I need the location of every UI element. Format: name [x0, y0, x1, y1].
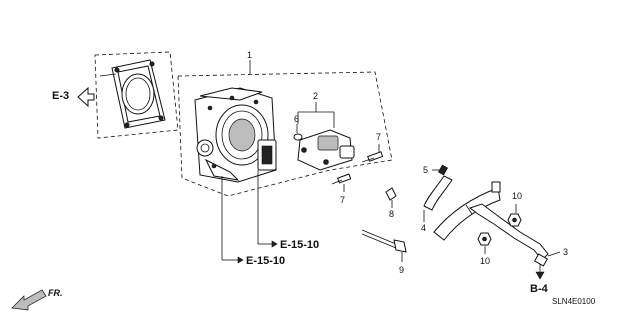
pipe-3 — [468, 203, 561, 267]
sensor-valve — [297, 129, 355, 171]
callout-9: 9 — [399, 265, 404, 275]
callout-8: 8 — [389, 209, 394, 219]
ref-b4: B-4 — [530, 264, 549, 295]
callout-1: 1 — [247, 50, 252, 60]
callout-10-upper: 10 — [512, 191, 522, 201]
ref-b4-label: B-4 — [530, 283, 549, 295]
ref-e3-arrow — [77, 86, 95, 108]
callout-6: 6 — [294, 114, 299, 124]
front-marker-label: FR. — [48, 288, 63, 298]
clamp-5 — [432, 164, 449, 176]
callout-7-lower: 7 — [340, 195, 345, 205]
hose-4 — [423, 175, 453, 222]
ref-e1510-upper: E-15-10 — [280, 239, 319, 251]
gasket-assembly — [94, 51, 179, 139]
bracket — [433, 181, 501, 241]
front-arrow-icon — [11, 289, 47, 311]
nut-10-upper — [507, 204, 522, 227]
ref-e3-label: E-3 — [52, 90, 69, 102]
callout-3: 3 — [563, 247, 568, 257]
screw-7-lower — [331, 173, 352, 192]
throttle-body — [194, 87, 277, 183]
callout-4: 4 — [421, 223, 426, 233]
screw-7-upper — [361, 144, 384, 163]
throttle-assembly-boundary — [177, 71, 393, 197]
nut-10-lower — [477, 232, 492, 254]
clip-8 — [385, 187, 397, 208]
front-marker: FR. — [11, 288, 63, 311]
diagram-code: SLN4E0100 — [552, 297, 596, 306]
callout-10-lower: 10 — [480, 256, 490, 266]
callout-7-upper: 7 — [376, 132, 381, 142]
ref-e3: E-3 — [52, 86, 95, 108]
o-ring — [293, 133, 303, 141]
bolt-9 — [361, 229, 407, 262]
ref-e1510-leaders — [221, 170, 278, 264]
callout-2: 2 — [313, 91, 318, 101]
callout-5: 5 — [423, 165, 428, 175]
ref-e1510-lower: E-15-10 — [246, 255, 285, 267]
